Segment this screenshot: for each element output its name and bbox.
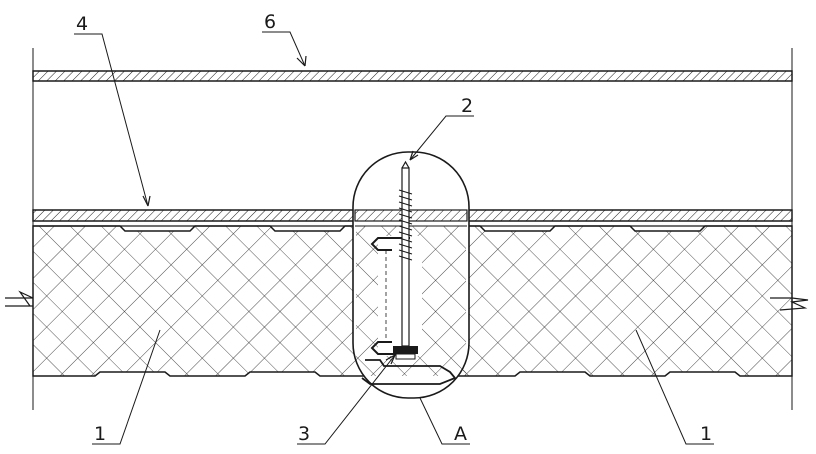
detail-a-content — [354, 160, 468, 385]
callout-1-left: 1 — [94, 423, 106, 445]
callout-6: 6 — [264, 11, 276, 33]
callout-2: 2 — [461, 95, 473, 117]
callout-a: A — [454, 423, 467, 445]
callout-1-right: 1 — [700, 423, 712, 445]
leader-lines — [74, 31, 714, 445]
break-line-left — [5, 290, 34, 307]
insulation-panel-right — [448, 225, 793, 377]
break-line-right — [770, 297, 809, 311]
top-sheet — [32, 70, 793, 82]
insulation-panel-left — [32, 225, 372, 377]
callout-3: 3 — [298, 423, 310, 445]
screw-head — [393, 346, 418, 354]
screw-thread — [398, 189, 413, 261]
callout-4: 4 — [76, 13, 88, 35]
